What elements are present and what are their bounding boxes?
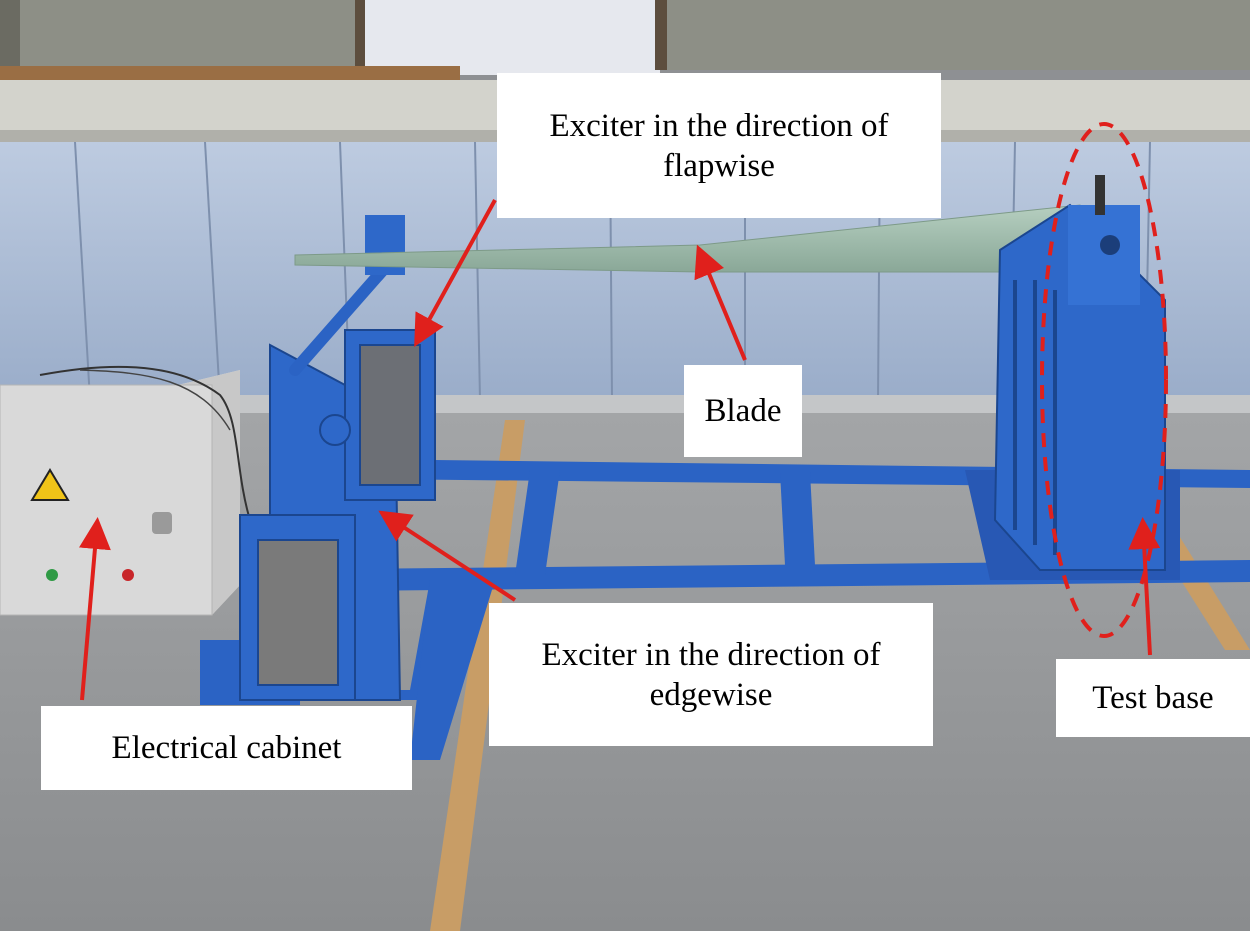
test-base-marker [1040, 122, 1168, 638]
warning-icon [30, 468, 70, 501]
edgewise-arrow [378, 510, 517, 602]
edgewise-exciter [239, 329, 436, 701]
test-base-arrow [1128, 517, 1161, 656]
electrical-cabinet [0, 365, 251, 616]
blade-label: Blade [684, 365, 802, 457]
test-base-tower [965, 175, 1180, 580]
edgewise-exciter-label: Exciter in the direction of edgewise [489, 603, 933, 746]
blade-arrow [694, 244, 747, 361]
test-base-label: Test base [1056, 659, 1250, 737]
electrical-cabinet-label: Electrical cabinet [41, 706, 412, 790]
flapwise-arrow [414, 199, 497, 348]
cabinet-arrow [79, 517, 111, 701]
annotation-arrows [79, 199, 1161, 701]
flapwise-exciter-label: Exciter in the direction of flapwise [497, 73, 941, 218]
